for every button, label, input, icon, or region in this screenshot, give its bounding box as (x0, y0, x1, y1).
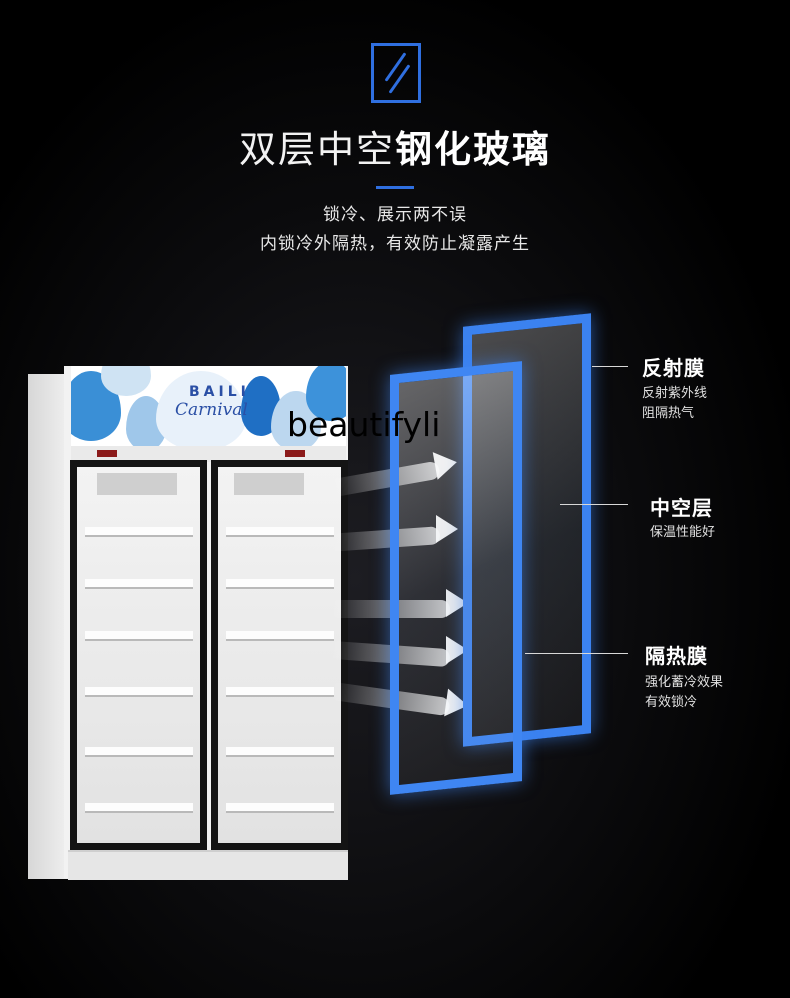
fridge-lightbox: BAILI Carnival (71, 366, 346, 450)
fridge-left-door (70, 460, 207, 850)
subtitle-line-1: 锁冷、展示两不误 (323, 205, 467, 225)
callout-title-3: 隔热膜 (645, 644, 708, 668)
right-door-handle (212, 600, 217, 700)
display-fridge-illustration: BAILI Carnival (28, 364, 350, 888)
title-underline (376, 186, 414, 189)
fridge-right-door (211, 460, 348, 850)
page-title: 双层中空钢化玻璃 (0, 124, 790, 176)
watermark-text: beautifyli (287, 405, 441, 444)
callout-desc-3b: 有效锁冷 (645, 695, 698, 710)
glass-layers-icon (371, 43, 421, 103)
callout-desc-2: 保温性能好 (650, 525, 716, 540)
subtitle-line-2: 内锁冷外隔热，有效防止凝露产生 (260, 234, 530, 254)
callout-desc-1b: 阻隔热气 (642, 406, 695, 421)
fridge-control-panel (71, 446, 346, 462)
fridge-brand-script: Carnival (175, 400, 248, 420)
callout-desc-3a: 强化蓄冷效果 (645, 675, 724, 690)
fridge-base (68, 850, 348, 880)
callout-line-3 (525, 653, 628, 654)
title-bold: 钢化玻璃 (395, 128, 551, 171)
callout-title-2: 中空层 (650, 496, 713, 520)
callout-title-1: 反射膜 (642, 356, 705, 380)
callout-line-1 (592, 366, 628, 367)
left-door-handle (200, 600, 205, 700)
fridge-brand: BAILI (189, 384, 250, 400)
title-light: 双层中空 (239, 128, 395, 171)
callout-desc-1a: 反射紫外线 (642, 386, 708, 401)
callout-line-2 (560, 504, 628, 505)
